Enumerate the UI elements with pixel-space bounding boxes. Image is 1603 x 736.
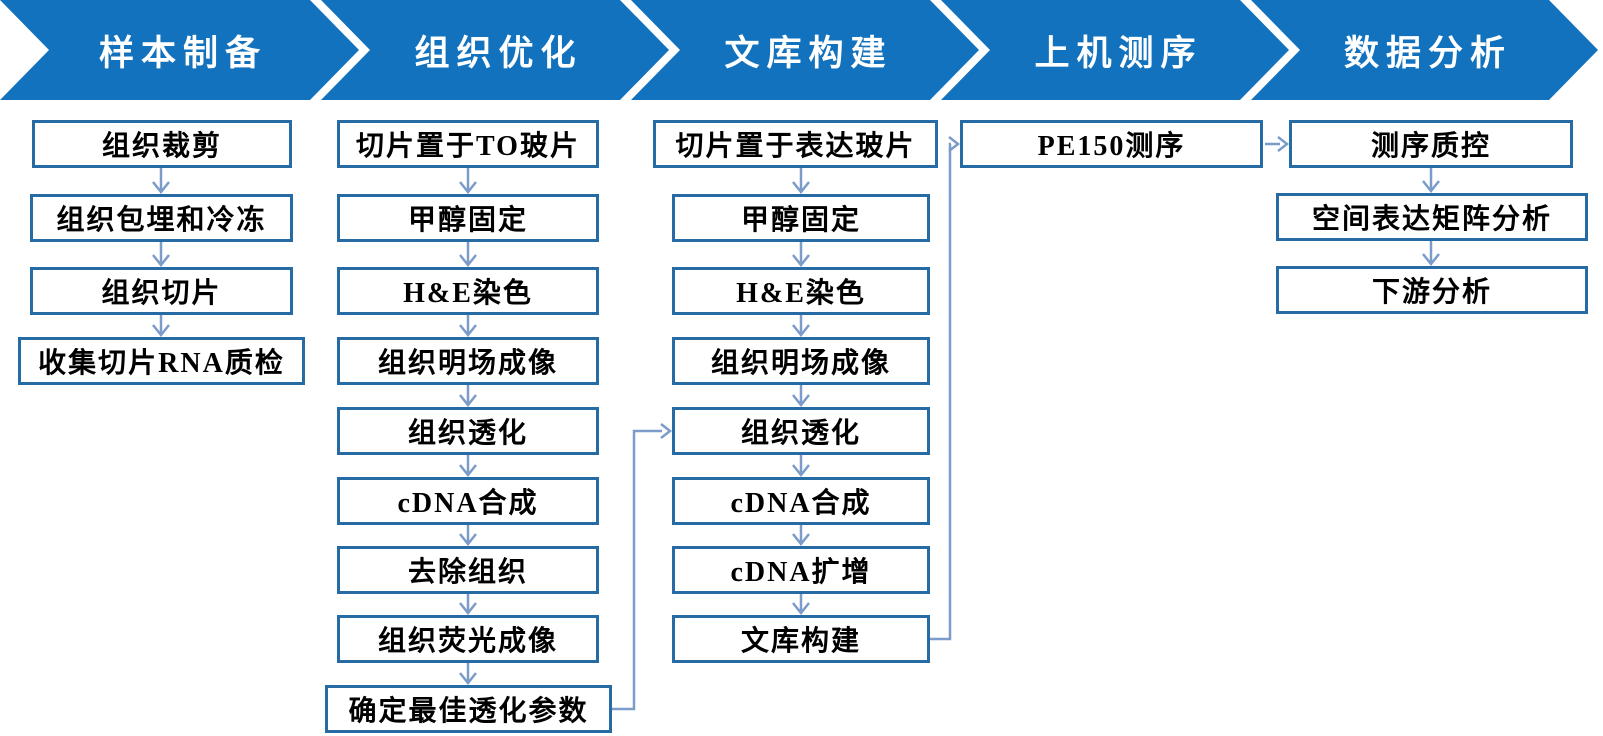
down-arrow [792,168,810,195]
down-arrow [459,242,477,268]
box-cdna-synthesis-lib: cDNA合成 [672,477,930,525]
box-he-staining-opt: H&E染色 [337,267,599,315]
box-sequencing-qc: 测序质控 [1289,120,1573,168]
down-arrow [459,525,477,547]
down-arrow [792,385,810,408]
box-brightfield-imaging-lib: 组织明场成像 [672,337,930,385]
stage-label-data-analysis: 数据分析 [1343,33,1512,73]
stage-chevron-sequencing: 上机测序 [941,0,1289,100]
stage-chevron-sample-prep: 样本制备 [0,0,359,100]
box-collect-section-rna-qc: 收集切片RNA质检 [18,337,305,385]
stage-chevron-tissue-optimization: 组织优化 [321,0,669,100]
box-downstream-analysis: 下游分析 [1276,266,1588,314]
box-he-staining-lib: H&E染色 [672,267,930,315]
down-arrow [459,168,477,195]
down-arrow [152,168,170,195]
box-methanol-fixation-lib: 甲醇固定 [672,194,930,242]
box-tissue-trim: 组织裁剪 [32,120,292,168]
box-methanol-fixation-opt: 甲醇固定 [337,194,599,242]
down-arrow [459,594,477,616]
box-brightfield-imaging-opt: 组织明场成像 [337,337,599,385]
box-optimal-permeabilization-params: 确定最佳透化参数 [325,685,612,733]
box-tissue-embed-freeze: 组织包埋和冷冻 [30,194,293,242]
elbow-connector-library-to-sequencing [930,136,961,641]
elbow-connector-optimization-to-library [612,423,673,711]
stage-chevron-data-analysis: 数据分析 [1251,0,1598,100]
down-arrow [792,525,810,547]
box-permeabilization-opt: 组织透化 [337,407,599,455]
down-arrow [792,315,810,338]
stage-label-sample-prep: 样本制备 [98,33,267,73]
down-arrow [459,663,477,686]
down-arrow [1422,168,1440,194]
box-tissue-removal: 去除组织 [337,546,599,594]
down-arrow [459,455,477,478]
down-arrow [792,455,810,478]
down-arrow [152,242,170,268]
box-section-on-expression-slide: 切片置于表达玻片 [653,120,938,168]
box-tissue-section: 组织切片 [30,267,293,315]
stage-label-sequencing: 上机测序 [1034,33,1203,73]
box-cdna-amplification: cDNA扩增 [672,546,930,594]
down-arrow [1422,241,1440,267]
right-arrow-pe150-to-qc [1265,136,1290,152]
down-arrow [459,315,477,338]
down-arrow [792,242,810,268]
down-arrow [792,594,810,616]
down-arrow [152,315,170,338]
stage-label-tissue-optimization: 组织优化 [414,33,583,73]
box-library-construction: 文库构建 [672,615,930,663]
box-cdna-synthesis-opt: cDNA合成 [337,477,599,525]
stage-chevron-library-construction: 文库构建 [631,0,979,100]
stage-label-library-construction: 文库构建 [724,33,893,73]
box-section-on-to-slide: 切片置于TO玻片 [337,120,599,168]
box-permeabilization-lib: 组织透化 [672,407,930,455]
box-pe150-sequencing: PE150测序 [960,120,1263,168]
box-fluorescence-imaging: 组织荧光成像 [337,615,599,663]
down-arrow [459,385,477,408]
box-spatial-expression-matrix-analysis: 空间表达矩阵分析 [1276,193,1588,241]
